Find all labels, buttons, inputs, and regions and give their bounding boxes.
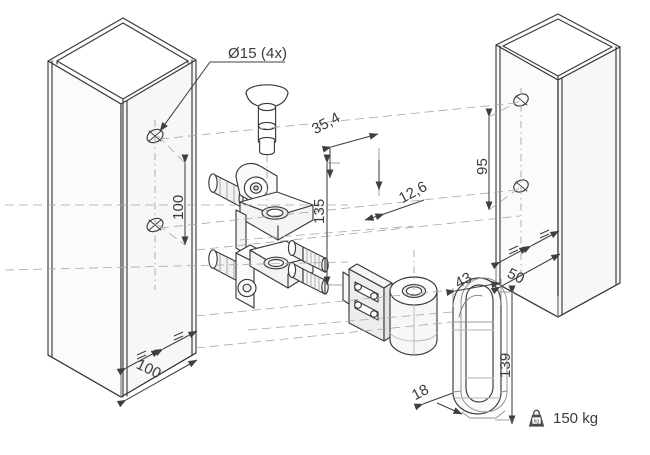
part-barrel-body [389,276,438,356]
part-slotted-plate [342,263,393,342]
dimension-135: 135 [311,198,328,224]
dimension-95: 95 [474,158,491,175]
part-gate-bracket [452,277,508,419]
weight-kg-icon: kg [528,409,545,427]
dimension-100-vertical: 100 [170,194,187,220]
load-rating: kg 150 kg [527,409,598,428]
part-upper-hinge-bracket [208,162,314,255]
part-carriage-bolt [245,84,289,156]
part-hex-bolts [287,240,329,295]
weight-icon-text: kg [534,418,540,424]
part-left-post [47,17,197,398]
dimension-139: 139 [497,352,514,378]
load-rating-value: 150 kg [553,410,599,427]
callout-hole-diameter: Ø15 (4x) [228,45,288,62]
